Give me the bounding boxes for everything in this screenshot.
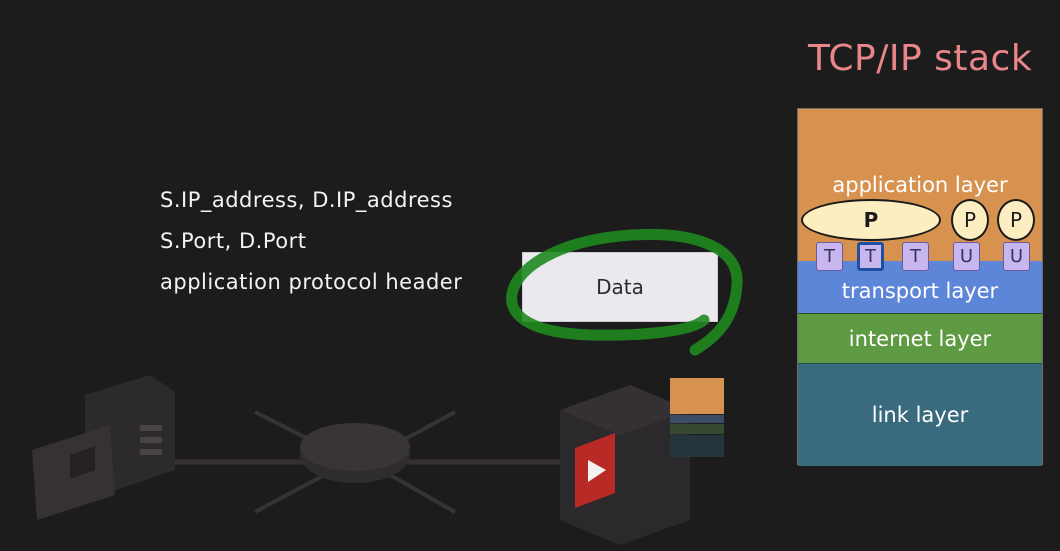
stack-title: TCP/IP stack [808, 38, 1033, 79]
mini-stack-internet [670, 424, 724, 434]
data-packet: Data [522, 252, 718, 322]
internet-layer-label: internet layer [848, 326, 992, 351]
udp-port: U [953, 242, 980, 271]
mini-stack-application [670, 378, 724, 414]
tcp-port: T [816, 242, 843, 271]
transport-layer-label: transport layer [841, 279, 999, 303]
mini-stack-transport [670, 415, 724, 423]
port-line: S.Port, D.Port [160, 229, 307, 253]
data-packet-label: Data [596, 275, 644, 299]
ip-address-line: S.IP_address, D.IP_address [160, 188, 453, 212]
protocol-process: P [997, 199, 1035, 241]
protocol-process-main: P [801, 199, 941, 241]
tcp-ip-stack: application layer transport layer intern… [797, 108, 1043, 466]
internet-layer: internet layer [798, 313, 1042, 363]
udp-port: U [1003, 242, 1030, 271]
link-layer-label: link layer [871, 403, 969, 427]
link-layer: link layer [798, 363, 1042, 466]
client-computer-icon [32, 375, 175, 520]
protocol-process: P [951, 199, 989, 241]
application-layer: application layer [798, 109, 1042, 261]
router-spoke [384, 470, 456, 514]
protocol-header-line: application protocol header [160, 270, 463, 294]
mini-stack-link [670, 435, 724, 457]
server-icon [560, 385, 690, 545]
tcp-port: T [902, 242, 929, 271]
application-layer-label: application layer [832, 173, 1008, 197]
tcp-port-active: T [857, 242, 884, 271]
router-spoke [254, 470, 331, 514]
